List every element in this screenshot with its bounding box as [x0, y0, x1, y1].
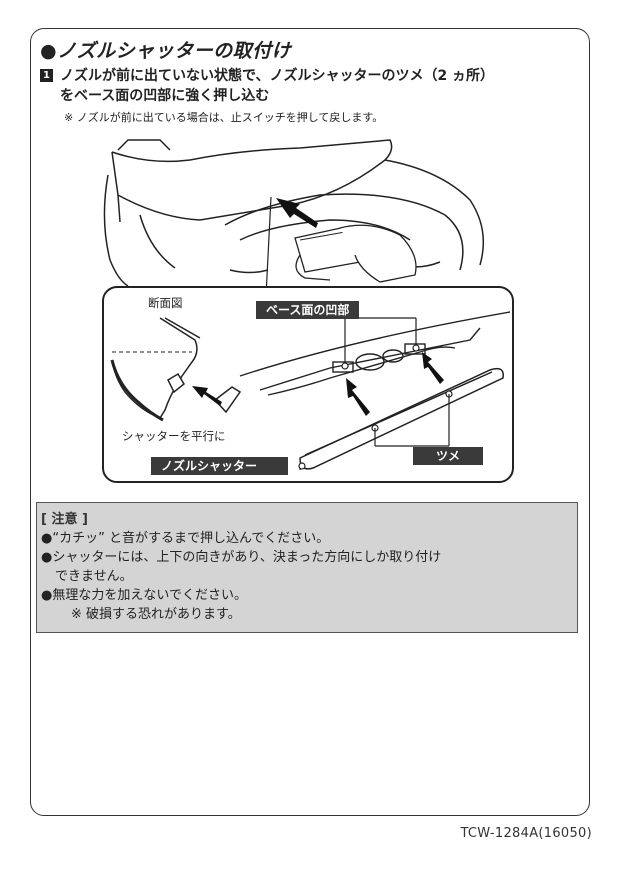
caution-heading: [ 注意 ]	[41, 512, 88, 527]
section-push-arrow	[192, 386, 222, 406]
page-title: ●ノズルシャッターの取付け	[40, 40, 292, 62]
step-instruction-line2: をベース面の凹部に強く押し込む	[60, 88, 270, 104]
step-instruction-line1: ノズルが前に出ていない状態で、ノズルシャッターのツメ（2 ヵ所）	[60, 68, 495, 84]
caution-line: ●“カチッ” と音がするまで押し込んでください。	[41, 531, 330, 546]
document-code: TCW-1284A(16050)	[460, 826, 592, 841]
tab-label: ツメ	[413, 447, 483, 465]
push-arrow-right	[422, 352, 444, 384]
base-drawing	[239, 311, 511, 396]
nozzle-shutter-label: ノズルシャッター	[151, 457, 288, 475]
hands-holding-shutter	[294, 224, 417, 283]
toilet-drawing	[103, 139, 485, 287]
content-frame	[30, 28, 590, 816]
step-note: ※ ノズルが前に出ている場合は、止スイッチを押して戻します。	[64, 111, 384, 124]
base-recess-label: ベース面の凹部	[256, 301, 360, 319]
push-arrow-left	[346, 378, 370, 416]
caution-box: [ 注意 ] ●“カチッ” と音がするまで押し込んでください。 ●シャッターには…	[36, 502, 578, 633]
caution-line: ※ 破損する恐れがあります。	[71, 607, 241, 622]
section-view-drawing	[110, 317, 242, 422]
caution-line: ●無理な力を加えないでください。	[41, 588, 247, 603]
caution-line: できません。	[55, 569, 133, 584]
step-number-badge: 1	[40, 69, 53, 82]
section-view-label: 断面図	[148, 296, 183, 310]
caution-line: ●シャッターには、上下の向きがあり、決まった方向にしか取り付け	[41, 550, 442, 565]
push-arrow-top	[276, 198, 318, 228]
parallel-note: シャッターを平行に	[122, 429, 226, 443]
